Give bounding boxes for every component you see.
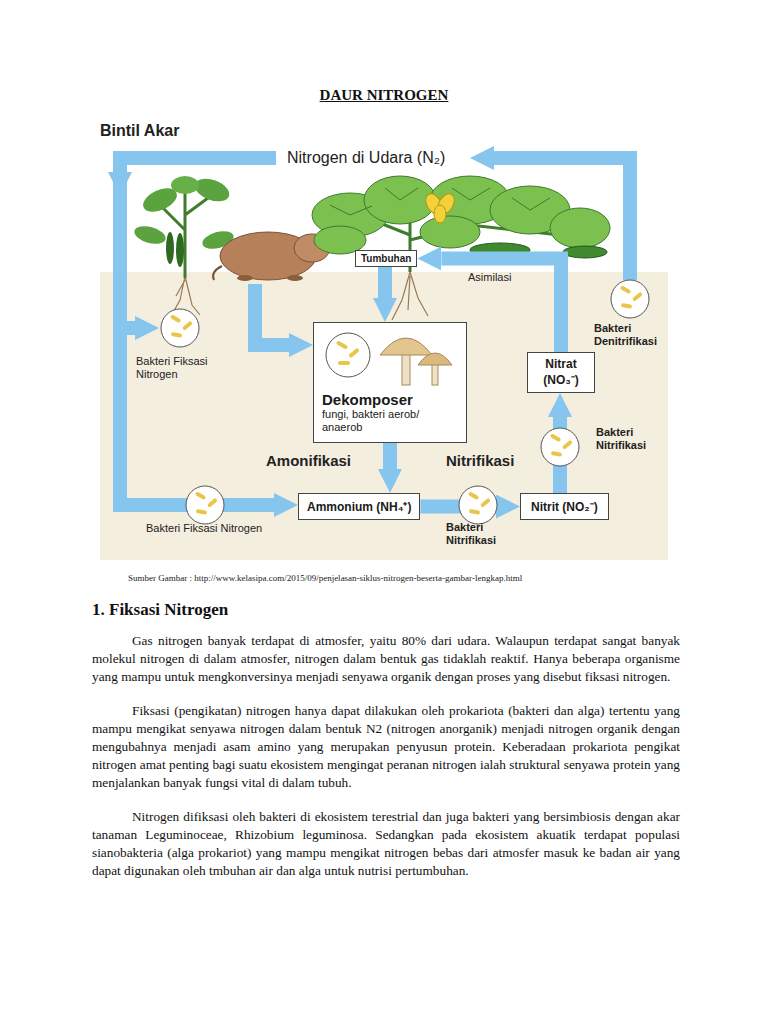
bacteria-circle: [541, 428, 579, 466]
nitrogen-flow-arrows: [120, 158, 630, 505]
decomposer-box: Dekomposerfungi, bakteri aerob/ anaerob: [313, 322, 467, 443]
flow-arrow: [378, 267, 392, 298]
source-note: Sumber Gambar : http://www.kelasipa.com/…: [128, 573, 688, 584]
section-heading: 1. Fiksasi Nitrogen: [92, 600, 228, 620]
body-text: Gas nitrogen banyak terdapat di atmosfer…: [92, 632, 680, 896]
soil-ground: [100, 272, 668, 560]
process-box: Nitrit (NO₂⁻): [520, 493, 609, 520]
process-label: Amonifikasi: [266, 452, 351, 470]
cycle-label: Nitrogen di Udara (N₂): [282, 148, 450, 167]
flow-arrow: [383, 443, 397, 469]
process-box: Ammonium (NH₄⁺): [298, 493, 420, 520]
node-text: Ammonium (NH₄⁺): [307, 498, 411, 515]
node-text: Nitrat (NO₃⁻): [531, 357, 591, 388]
node-subtext: fungi, bakteri aerob/ anaerob: [322, 408, 432, 434]
node-text: Nitrit (NO₂⁻): [531, 498, 598, 515]
process-label: Asimilasi: [468, 271, 511, 284]
bacteria-circle: [186, 486, 224, 524]
decomposer-illustration: [314, 323, 466, 389]
paragraph: Nitrogen difiksasi oleh bakteri di ekosi…: [92, 808, 680, 880]
bacteria-circle: [161, 309, 199, 347]
bacteria-circle: [611, 280, 649, 318]
legume-plant: [132, 174, 235, 278]
bacteria-circle: [459, 486, 497, 524]
bacteria-label: Bakteri Fiksasi Nitrogen: [136, 355, 236, 381]
bacteria-label: Bakteri Nitrifikasi: [446, 521, 508, 547]
paragraph: Fiksasi (pengikatan) nitrogen hanya dapa…: [92, 702, 680, 792]
page-title: DAUR NITROGEN: [0, 86, 768, 104]
process-box: Tumbuhan: [355, 250, 417, 267]
paragraph: Gas nitrogen banyak terdapat di atmosfer…: [92, 632, 680, 686]
bacteria-label: Bakteri Nitrifikasi: [596, 426, 662, 452]
bacteria-label: Bakteri Denitrifikasi: [594, 322, 670, 348]
process-label: Nitrifikasi: [446, 452, 514, 470]
process-box: Nitrat (NO₃⁻): [527, 352, 595, 393]
node-text: Dekomposer: [322, 391, 458, 408]
node-text: Tumbuhan: [361, 253, 411, 264]
bacteria-label: Bakteri Fiksasi Nitrogen: [146, 522, 262, 535]
callout-label: Bintil Akar: [100, 121, 179, 140]
